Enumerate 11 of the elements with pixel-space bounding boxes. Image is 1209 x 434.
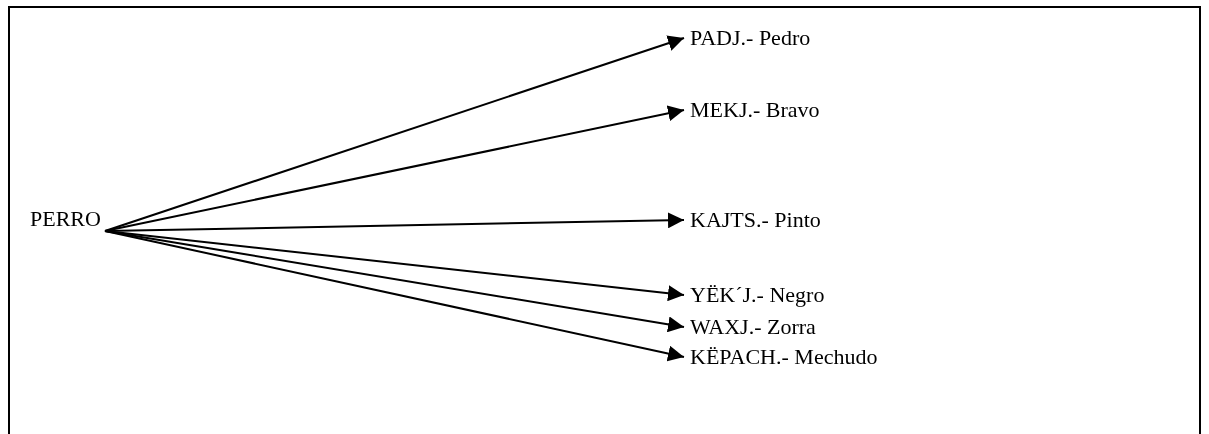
arrow [104,230,685,333]
node-label: KËPACH.- Mechudo [690,343,878,371]
arrow [104,105,685,232]
arrow [104,230,685,362]
node-label: YËK´J.- Negro [690,281,825,309]
node-label: PERRO [30,205,101,233]
arrow [104,35,685,232]
node-label: WAXJ.- Zorra [690,313,816,341]
node-label: PADJ.- Pedro [690,24,811,52]
node-label: KAJTS.- Pinto [690,206,821,234]
node-label: MEKJ.- Bravo [690,96,820,124]
